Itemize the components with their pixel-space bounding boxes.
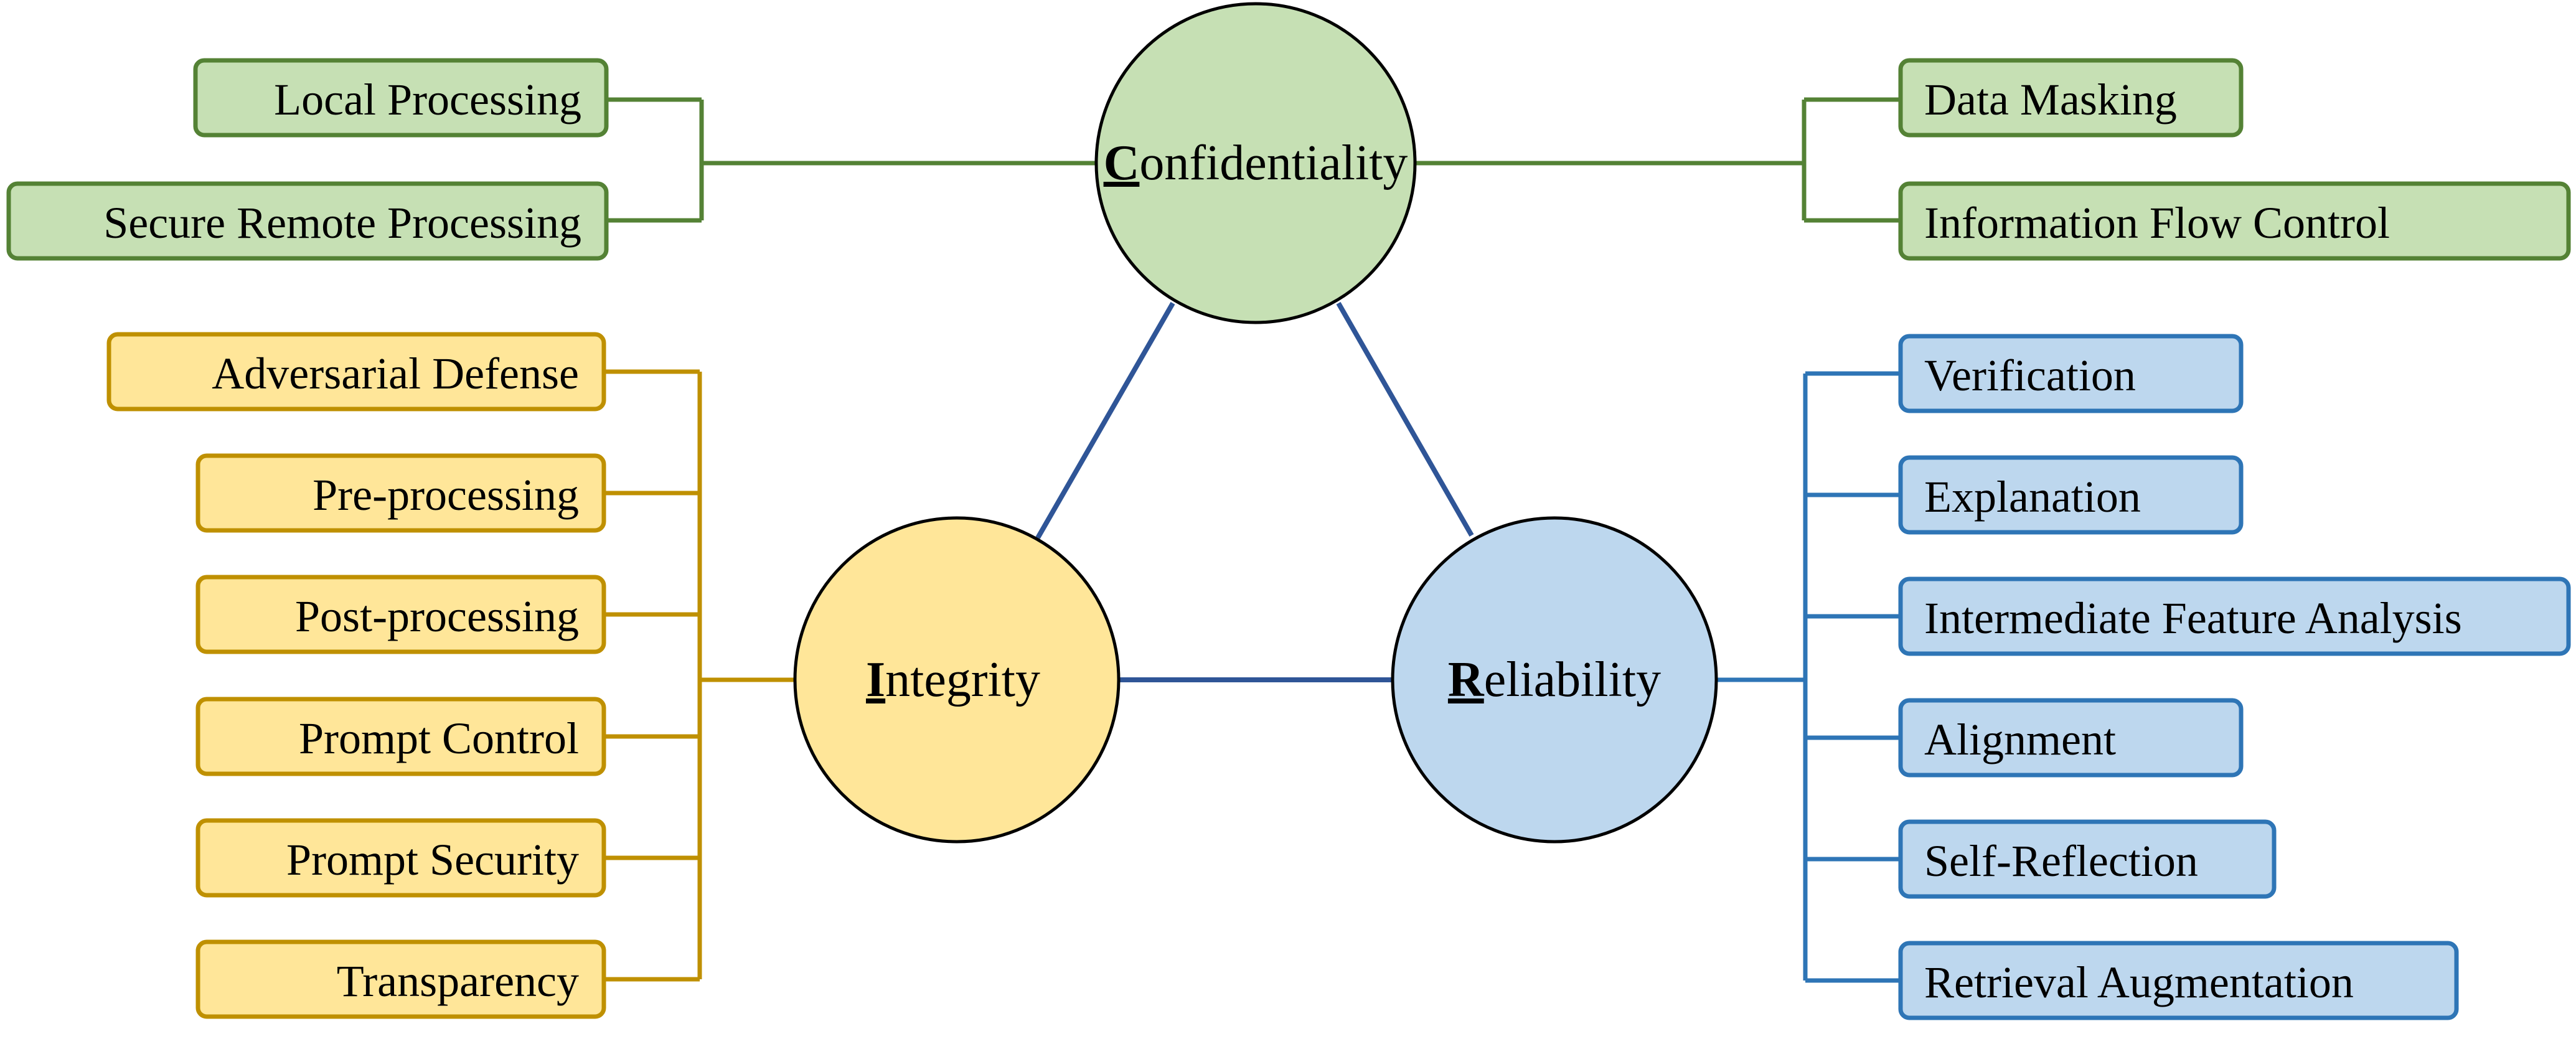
method-self-reflection: Self-Reflection (1898, 819, 2277, 899)
confidentiality-rest: onfidentiality (1139, 136, 1408, 190)
method-box (1898, 698, 2244, 778)
confidentiality-circle (1094, 2, 1417, 324)
method-post-processing: Post-processing (195, 575, 606, 654)
integrity-rest: ntegrity (885, 652, 1040, 707)
reliability-label: Reliability (1448, 652, 1661, 707)
method-retrieval-augmentation: Retrieval Augmentation (1898, 941, 2459, 1020)
method-label: Local Processing (274, 75, 581, 125)
method-label: Information Flow Control (1924, 198, 2390, 248)
method-label: Intermediate Feature Analysis (1924, 593, 2462, 643)
method-box (1898, 819, 2277, 899)
method-box (1898, 941, 2459, 1020)
reliability-connectors (1716, 371, 1901, 983)
integrity-connectors (604, 369, 795, 982)
method-intermediate-feature-analysis: Intermediate Feature Analysis (1898, 576, 2571, 656)
method-data-masking: Data Masking (1898, 58, 2244, 138)
confidentiality-connectors (607, 97, 1901, 223)
integrity-initial: I (866, 652, 885, 707)
triangle-edges (1035, 302, 1474, 682)
confidentiality-initial: C (1104, 136, 1140, 190)
integrity-circle (793, 516, 1121, 844)
confidentiality-node: Confidentiality (1094, 2, 1417, 324)
method-label: Verification (1924, 350, 2136, 400)
method-label: Post-processing (295, 591, 579, 641)
method-verification: Verification (1898, 334, 2244, 413)
method-box (1898, 334, 2244, 413)
method-box (195, 818, 606, 898)
method-adversarial-defense: Adversarial Defense (106, 332, 606, 411)
integrity-methods: Adversarial Defense Pre-processing Post-… (106, 332, 606, 1019)
method-prompt-security: Prompt Security (195, 818, 606, 898)
method-label: Data Masking (1924, 75, 2177, 125)
method-box (106, 332, 606, 411)
confidentiality-methods-right: Data Masking Information Flow Control (1898, 58, 2571, 261)
method-explanation: Explanation (1898, 455, 2244, 535)
method-box (195, 939, 606, 1019)
edge-confidentiality-reliability (1336, 302, 1474, 537)
method-label: Retrieval Augmentation (1924, 957, 2354, 1007)
reliability-initial: R (1448, 652, 1485, 707)
method-secure-remote-processing: Secure Remote Processing (6, 181, 609, 261)
method-pre-processing: Pre-processing (195, 453, 606, 533)
method-label: Alignment (1924, 715, 2116, 764)
method-box (1898, 58, 2244, 138)
method-box (193, 58, 609, 138)
edge-confidentiality-integrity (1035, 302, 1175, 539)
confidentiality-methods-left: Local Processing Secure Remote Processin… (6, 58, 609, 261)
method-box (1898, 576, 2571, 656)
method-box (195, 697, 606, 776)
method-label: Secure Remote Processing (103, 198, 581, 248)
method-box (1898, 181, 2571, 261)
reliability-methods: Verification Explanation Intermediate Fe… (1898, 334, 2571, 1020)
reliability-circle (1391, 516, 1718, 844)
method-local-processing: Local Processing (193, 58, 609, 138)
method-label: Prompt Security (286, 835, 579, 885)
method-label: Transparency (337, 956, 579, 1006)
method-label: Adversarial Defense (212, 349, 579, 398)
method-transparency: Transparency (195, 939, 606, 1019)
method-label: Explanation (1924, 472, 2141, 522)
method-prompt-control: Prompt Control (195, 697, 606, 776)
method-label: Self-Reflection (1924, 836, 2198, 886)
reliability-rest: eliability (1484, 652, 1661, 707)
integrity-label: Integrity (866, 652, 1040, 707)
method-label: Prompt Control (299, 713, 579, 763)
method-box (1898, 455, 2244, 535)
method-box (195, 453, 606, 533)
reliability-node: Reliability (1391, 516, 1718, 844)
method-alignment: Alignment (1898, 698, 2244, 778)
confidentiality-label: Confidentiality (1104, 136, 1408, 190)
integrity-node: Integrity (793, 516, 1121, 844)
method-box (195, 575, 606, 654)
method-box (6, 181, 609, 261)
method-information-flow-control: Information Flow Control (1898, 181, 2571, 261)
method-label: Pre-processing (313, 470, 579, 520)
